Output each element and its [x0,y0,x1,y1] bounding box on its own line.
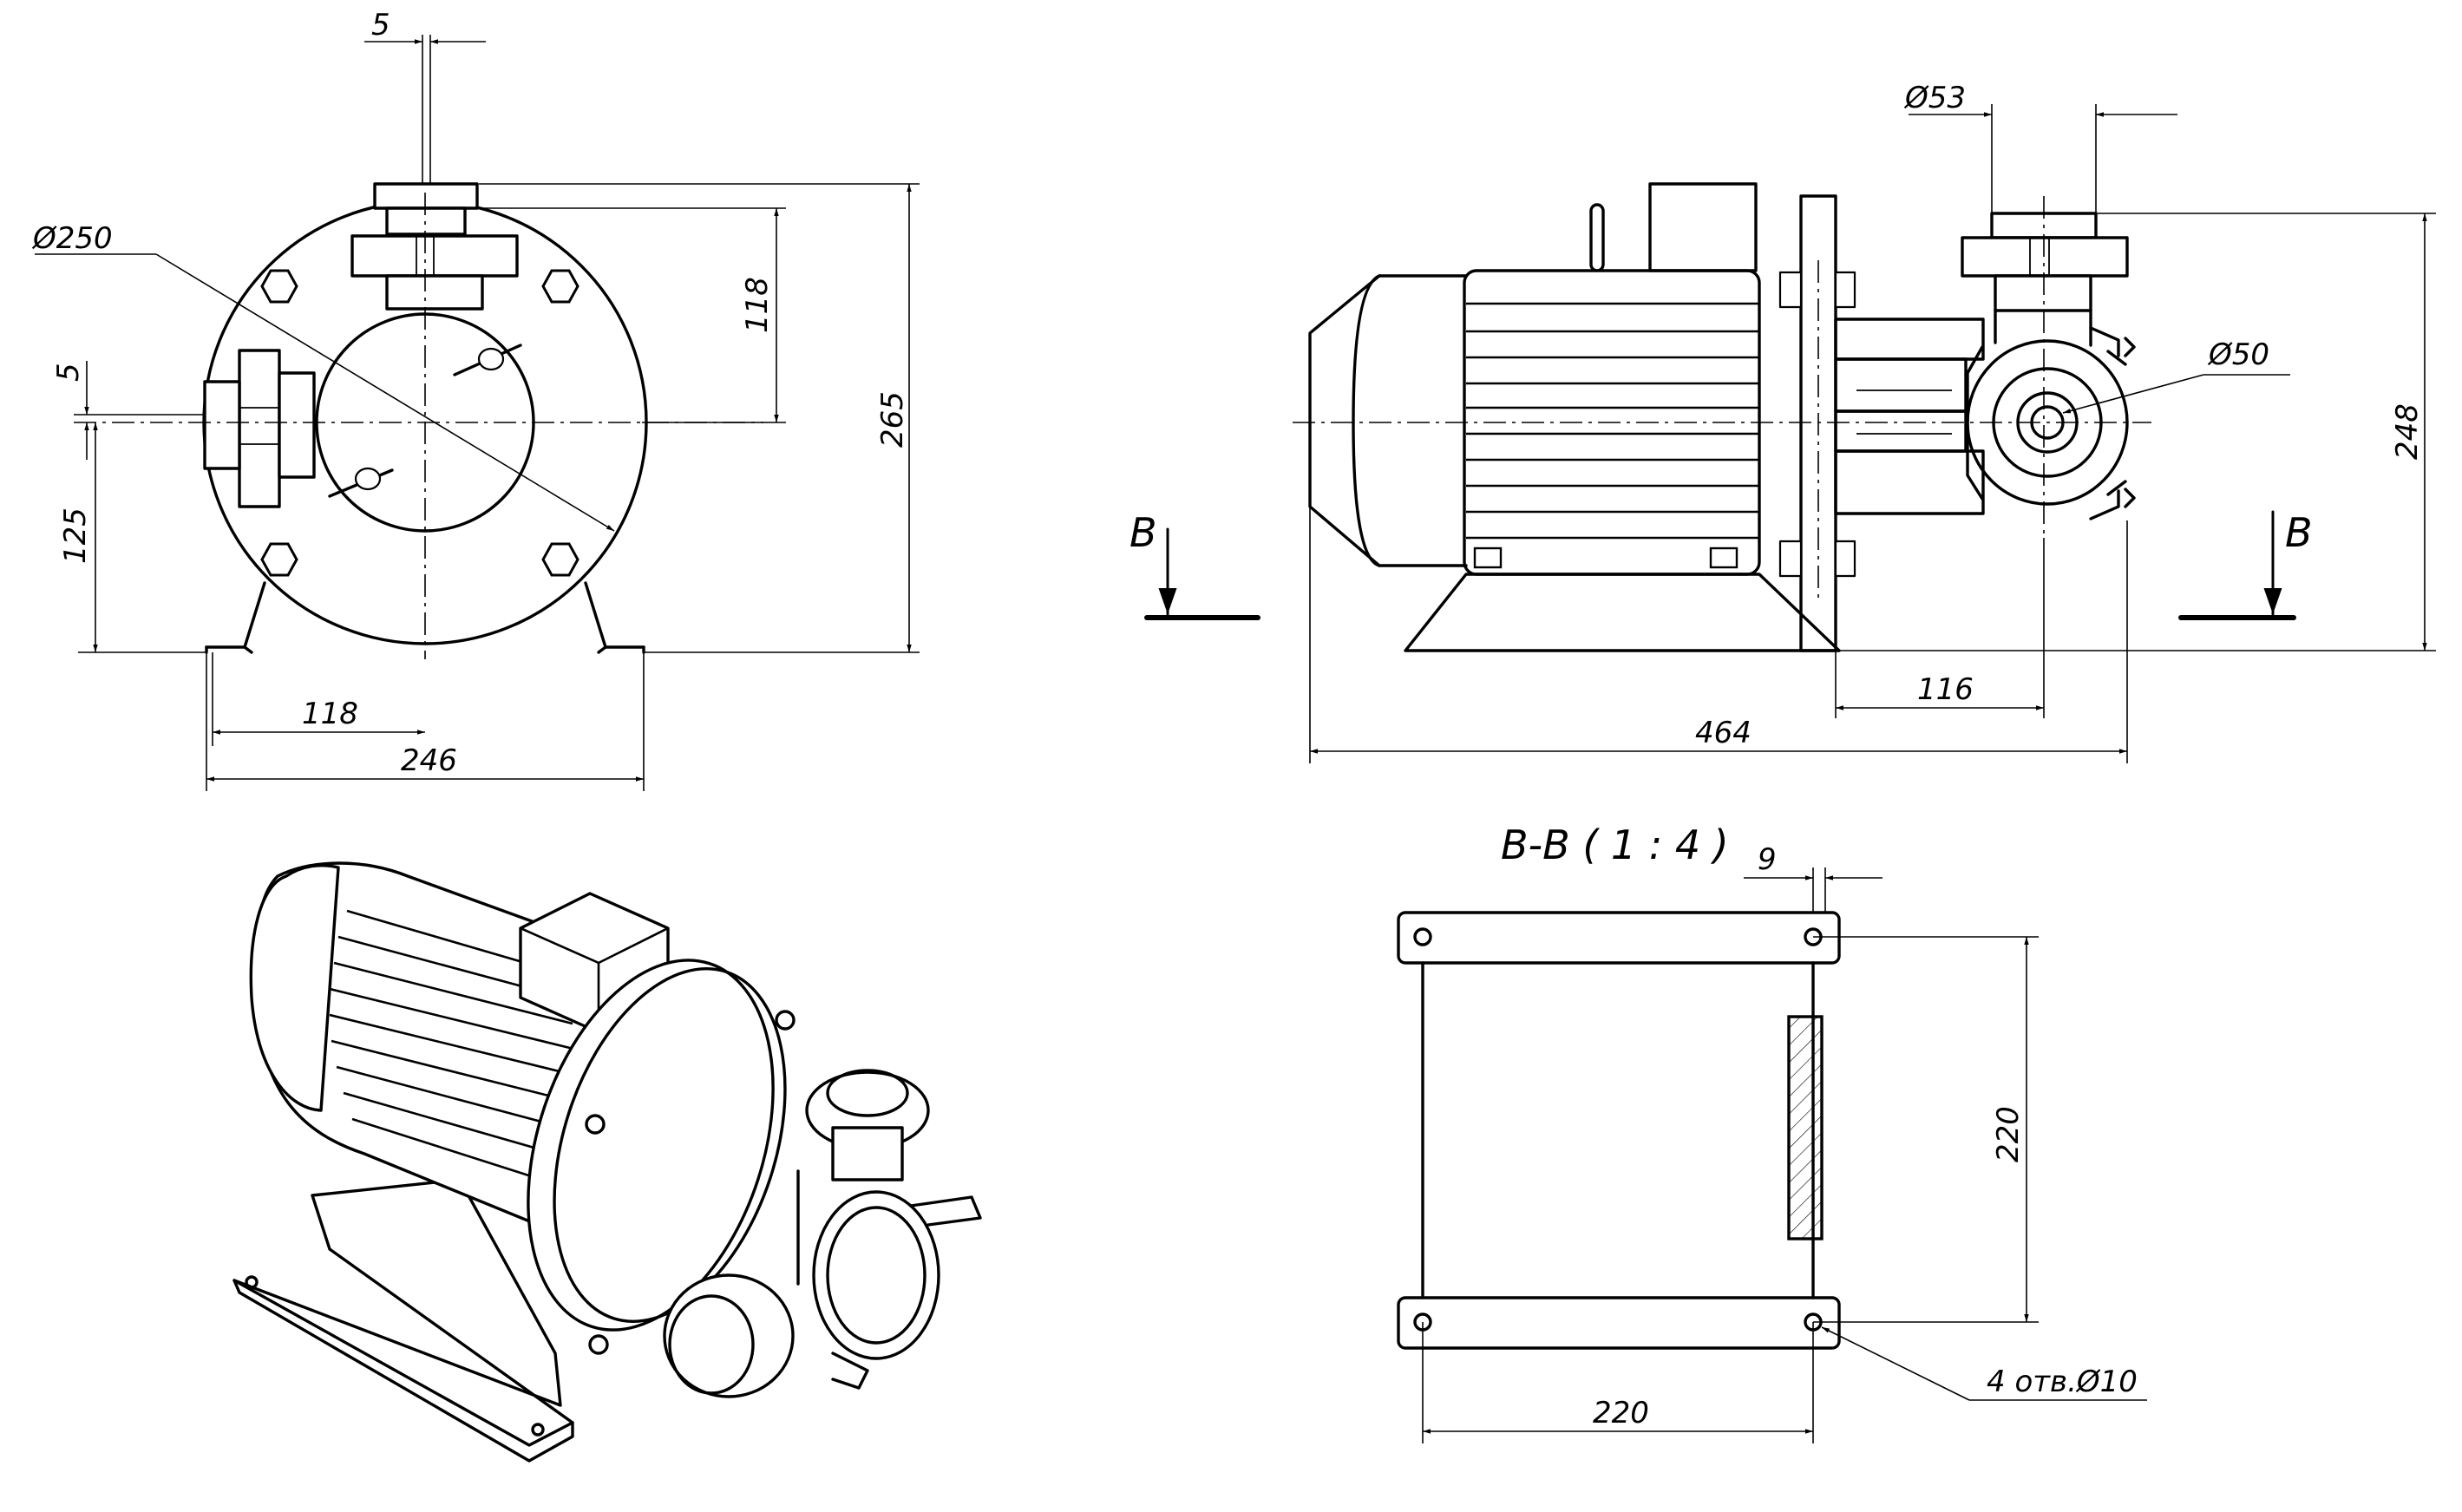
dim-flange-thickness: 5 [371,8,390,43]
motor-fins [1466,302,1759,540]
dim-half-base: 118 [302,697,358,731]
section-mark-left: В [1130,509,1260,620]
dim-outlet-height: 118 [740,277,775,333]
outlet-coupling [350,182,519,311]
dim-inlet-diameter: Ø50 [2207,337,2269,372]
front-view: 5 Ø250 118 265 5 125 118 [31,8,920,791]
dim-outlet-diameter: Ø53 [1903,81,1966,115]
section-title: В-В ( 1 : 4 ) [1501,821,1729,868]
clamp-screws [328,344,522,498]
iso-motor-fins [329,909,578,1181]
pump-head [1966,326,2136,520]
base-stand [205,581,645,654]
side-view: Ø53 Ø50 248 116 464 В В [1130,81,2436,763]
dim-axis-height: 125 [58,507,93,564]
section-mark-right: В [2178,509,2313,620]
dim-total-height-side: 248 [2390,403,2425,460]
flange-bolts [260,269,579,577]
fan-cover [1308,274,1381,567]
svg-text:В: В [2285,509,2313,556]
dim-section-offset: 9 [1758,842,1777,877]
dim-plate-height: 220 [1991,1106,2026,1162]
section-top-bar [1397,911,1841,965]
dim-flange-diameter: Ø250 [31,221,113,256]
iso-base-plate [232,1178,574,1447]
dim-total-height-front: 265 [875,391,910,448]
svg-text:В: В [1130,509,1157,556]
section-hatched-rib [1787,1015,1824,1240]
dim-mount-holes: 4 отв.Ø10 [1987,1365,2138,1399]
dim-axis-offset: 5 [51,363,86,382]
section-bottom-bar [1397,1296,1841,1350]
inlet-coupling [203,349,316,508]
side-outlet-coupling [1961,212,2129,347]
section-view: В-В ( 1 : 4 ) 9 220 220 4 [1397,821,2147,1443]
iso-flange [527,959,775,1332]
dim-inlet-offset: 116 [1917,672,1974,707]
dim-total-length: 464 [1695,716,1752,750]
dim-base-width: 246 [401,743,457,778]
isometric-view [232,861,982,1463]
iso-pump-head [663,1069,982,1398]
dim-plate-width: 220 [1593,1396,1649,1430]
motor-foot [1404,573,1841,652]
terminal-box [1648,182,1758,272]
